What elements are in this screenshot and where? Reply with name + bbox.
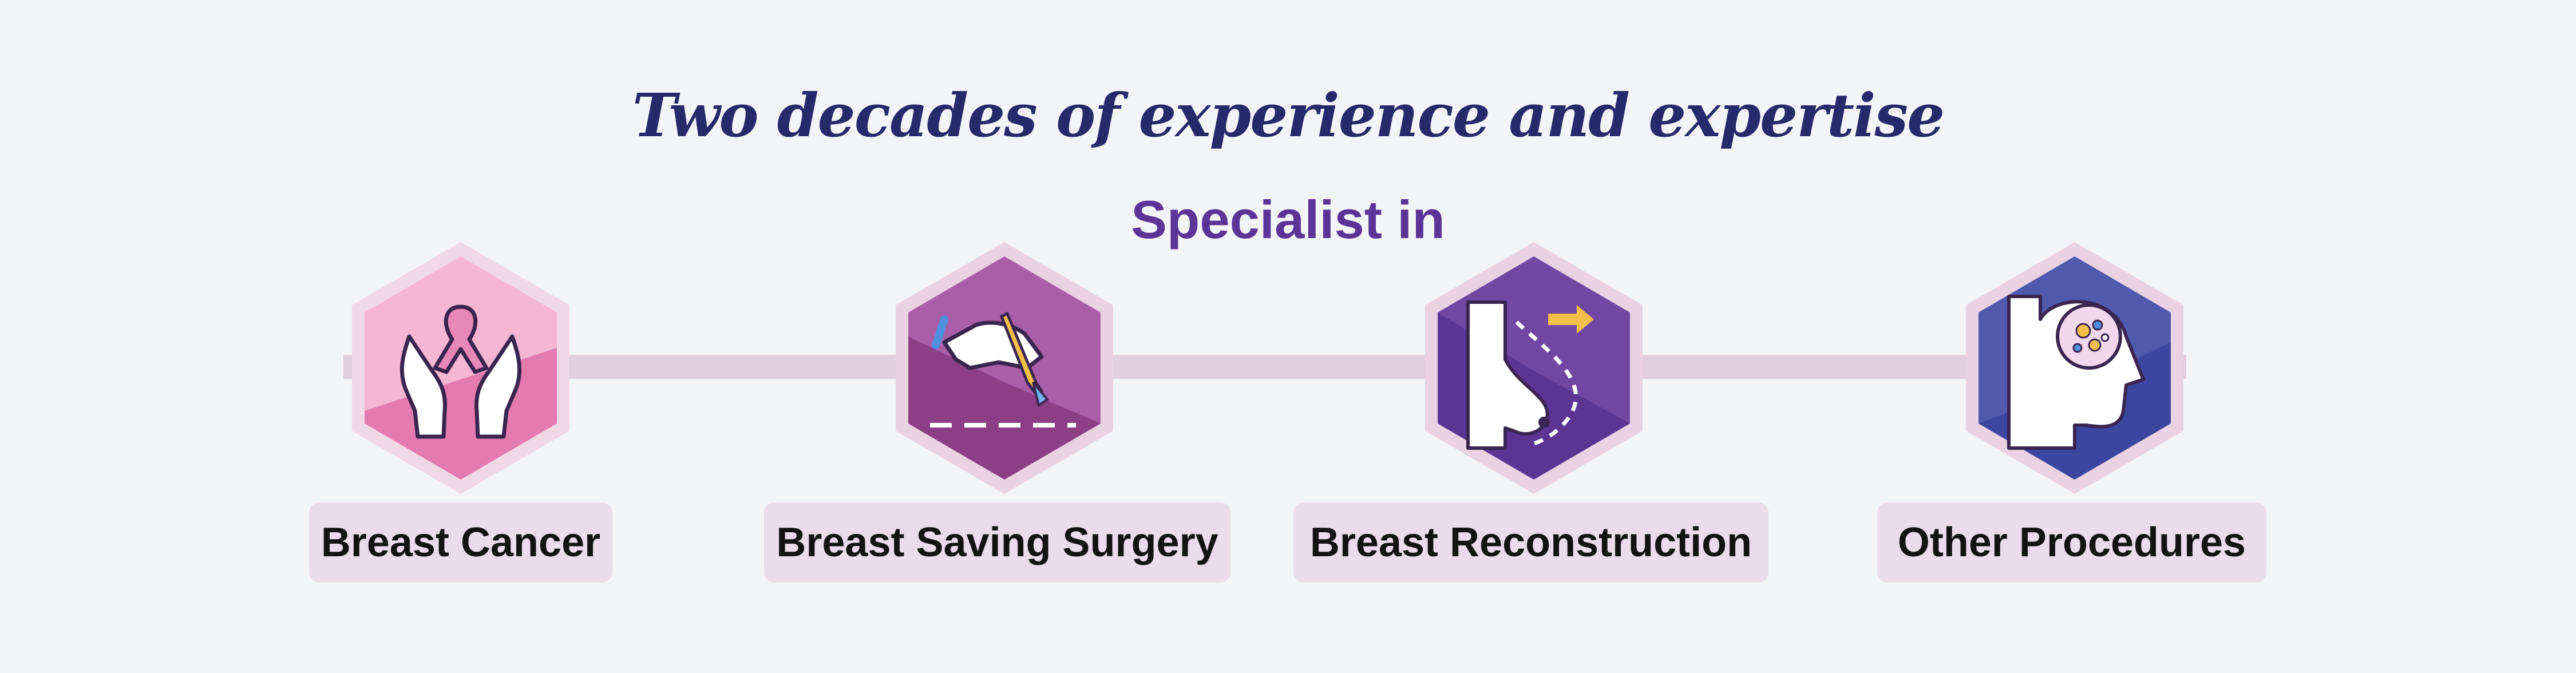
label-breast-cancer[interactable]: Breast Cancer bbox=[309, 502, 612, 583]
ribbon-hands-icon bbox=[399, 304, 522, 439]
head-cells-icon bbox=[2007, 295, 2145, 450]
headline: Two decades of experience and expertise bbox=[632, 80, 1945, 151]
label-other-procedures[interactable]: Other Procedures bbox=[1877, 502, 2266, 583]
hexagon-badge bbox=[341, 239, 581, 497]
hexagon-badge bbox=[1954, 239, 2195, 497]
specialty-breast-cancer bbox=[341, 239, 581, 497]
breast-profile-arrow-icon bbox=[1466, 300, 1594, 450]
specialty-other-procedures bbox=[1954, 239, 2195, 497]
label-breast-saving-surgery[interactable]: Breast Saving Surgery bbox=[764, 502, 1230, 583]
hexagon-badge bbox=[884, 239, 1125, 497]
label-breast-reconstruction[interactable]: Breast Reconstruction bbox=[1293, 502, 1768, 583]
subheadline: Specialist in bbox=[1131, 189, 1445, 250]
timeline-bar bbox=[343, 355, 2186, 379]
specialty-breast-saving-surgery bbox=[884, 239, 1125, 497]
hexagon-badge bbox=[1414, 239, 1654, 497]
hand-scalpel-icon bbox=[930, 311, 1076, 427]
specialty-breast-reconstruction bbox=[1414, 239, 1654, 497]
